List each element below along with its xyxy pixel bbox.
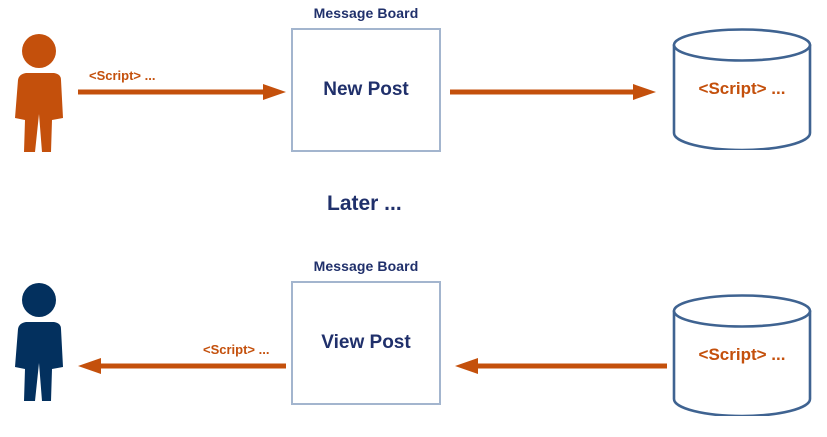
arrow-database-to-board bbox=[455, 358, 667, 374]
arrow-attacker-to-board bbox=[78, 84, 286, 100]
database-cylinder-stored-script-2: <Script> ... bbox=[671, 294, 813, 416]
message-board-box-2: View Post bbox=[291, 281, 441, 405]
message-board-content-label: New Post bbox=[323, 79, 409, 100]
arrow-board-to-victim bbox=[78, 358, 286, 374]
arrow-attacker-to-board-label: <Script> ... bbox=[89, 68, 156, 83]
message-board-view-post: Message Board View Post bbox=[291, 258, 441, 405]
database-cylinder-stored-script: <Script> ... bbox=[671, 28, 813, 150]
later-caption: Later ... bbox=[327, 192, 402, 215]
arrow-board-to-victim-label: <Script> ... bbox=[203, 342, 270, 357]
attacker-person-icon bbox=[8, 32, 70, 154]
message-board-content-label-2: View Post bbox=[321, 332, 411, 353]
victim-person-icon bbox=[8, 281, 70, 403]
message-board-new-post: Message Board New Post bbox=[291, 5, 441, 152]
message-board-title: Message Board bbox=[313, 5, 419, 21]
arrow-board-to-database bbox=[450, 84, 656, 100]
message-board-title-2: Message Board bbox=[313, 258, 419, 274]
message-board-box: New Post bbox=[291, 28, 441, 152]
